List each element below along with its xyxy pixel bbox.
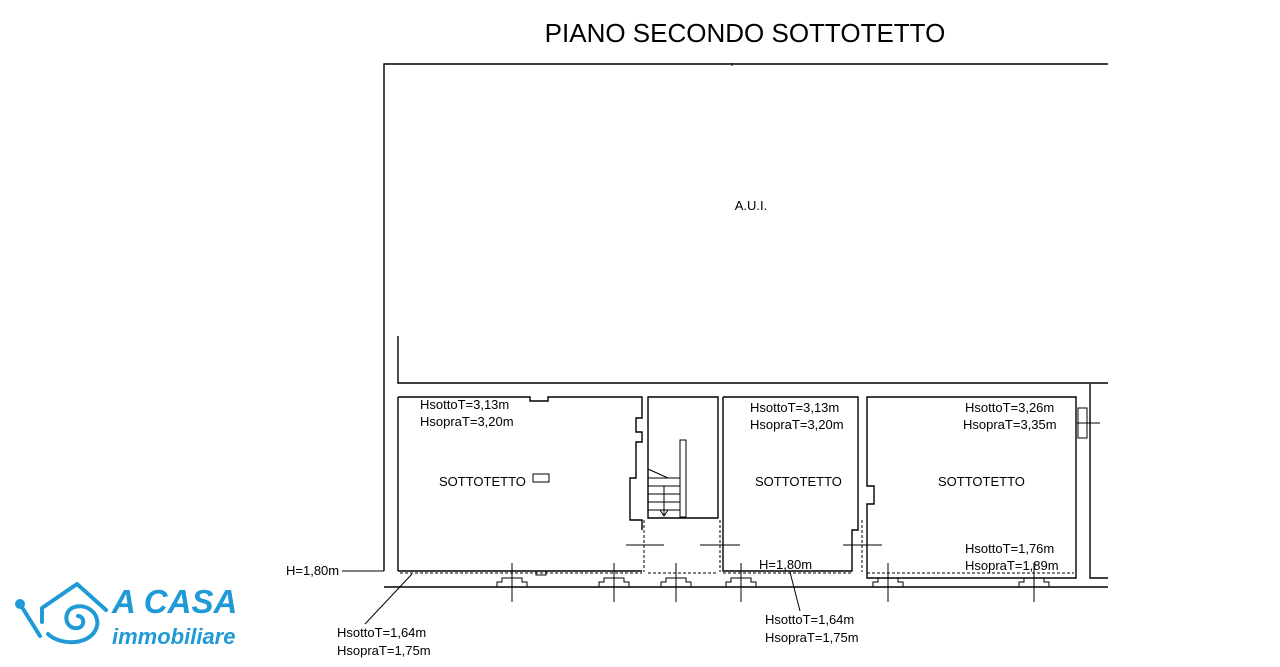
room-right-name: SOTTOTETTO (938, 474, 1025, 489)
room-middle-walls (722, 396, 859, 572)
outer-walls (383, 63, 1108, 588)
room-left-walls (397, 396, 643, 572)
eaves-line (400, 520, 1074, 574)
plan-title: PIANO SECONDO SOTTOTETTO (545, 18, 946, 48)
stairwell (647, 396, 719, 519)
room-left-name: SOTTOTETTO (439, 474, 526, 489)
room-right-h-sopra-low: HsopraT=1,89m (965, 558, 1059, 573)
room-right-h-sotto: HsottoT=3,26m (965, 400, 1054, 415)
room-left-h-sotto: HsottoT=3,13m (420, 397, 509, 412)
room-right-h-sotto-low: HsottoT=1,76m (965, 541, 1054, 556)
window-markers (496, 544, 1050, 602)
room-left-h-sopra: HsopraT=3,20m (420, 414, 514, 429)
room-middle-h-sotto: HsottoT=3,13m (750, 400, 839, 415)
callout-left-leader (364, 573, 413, 625)
logo-tagline: immobiliare (112, 624, 235, 649)
room-right-walls (866, 396, 1100, 579)
brand-logo: A CASA immobiliare (15, 582, 237, 649)
room-middle-h-sopra: HsopraT=3,20m (750, 417, 844, 432)
callout-middle-h-sotto: HsottoT=1,64m (765, 612, 854, 627)
height-mark-left: H=1,80m (286, 563, 339, 578)
aui-label: A.U.I. (735, 198, 768, 213)
callout-middle-leader (789, 571, 801, 612)
logo-brand: A CASA (111, 583, 237, 620)
height-mark-middle: H=1,80m (759, 557, 812, 572)
room-middle-name: SOTTOTETTO (755, 474, 842, 489)
house-snail-icon (15, 582, 108, 645)
callout-left-h-sopra: HsopraT=1,75m (337, 643, 431, 658)
room-right-h-sopra: HsopraT=3,35m (963, 417, 1057, 432)
callout-left-h-sotto: HsottoT=1,64m (337, 625, 426, 640)
callout-middle-h-sopra: HsopraT=1,75m (765, 630, 859, 645)
